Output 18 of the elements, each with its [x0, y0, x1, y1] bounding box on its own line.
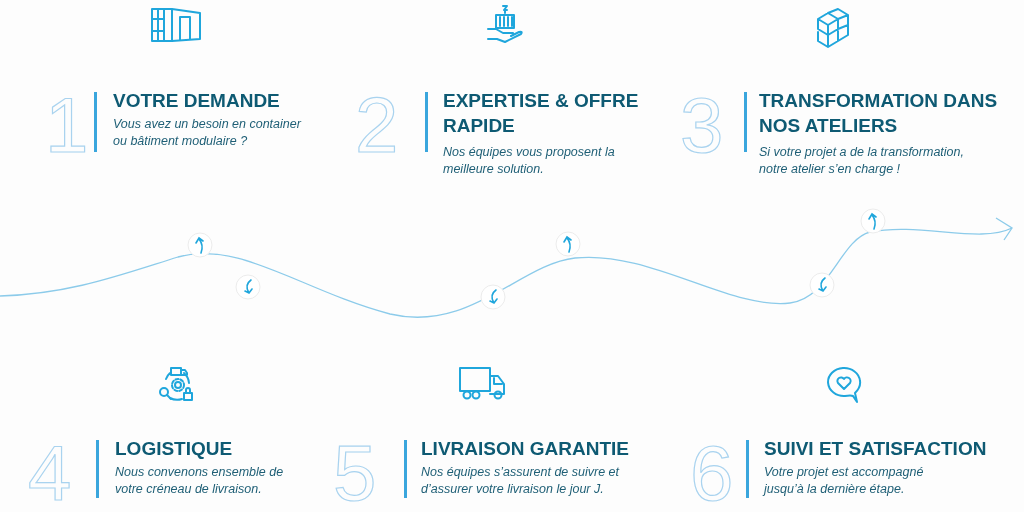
step-description: Nos équipes s’assurent de suivre et d’assurer votre livraison le jour J. — [421, 464, 621, 498]
step-title: TRANSFORMATION DANS NOS ATELIERS — [759, 89, 999, 138]
step-title: LIVRAISON GARANTIE — [421, 437, 630, 461]
step-description: Nous convenons ensemble de votre créneau de livraison. — [115, 464, 285, 498]
step-description: Vous avez un besoin en container ou bâtiment modulaire ? — [113, 116, 303, 150]
step-title: VOTRE DEMANDE — [113, 89, 281, 113]
step-number: 1 — [45, 86, 89, 164]
step-number: 2 — [355, 86, 399, 164]
step-description: Si votre projet a de la transformation, notre atelier s’en charge ! — [759, 144, 965, 178]
step-number: 3 — [680, 86, 724, 164]
step-number: 4 — [28, 434, 72, 512]
step-title: LOGISTIQUE — [115, 437, 234, 461]
step-title: EXPERTISE & OFFRE RAPIDE — [443, 89, 640, 138]
step-description: Nos équipes vous proposent la meilleure solution. — [443, 144, 616, 178]
step-number: 5 — [333, 434, 377, 512]
step-title: SUIVI ET SATISFACTION — [764, 437, 988, 461]
step-description: Votre projet est accompagné jusqu’à la dernière étape. — [764, 464, 925, 498]
step-number: 6 — [690, 434, 734, 512]
